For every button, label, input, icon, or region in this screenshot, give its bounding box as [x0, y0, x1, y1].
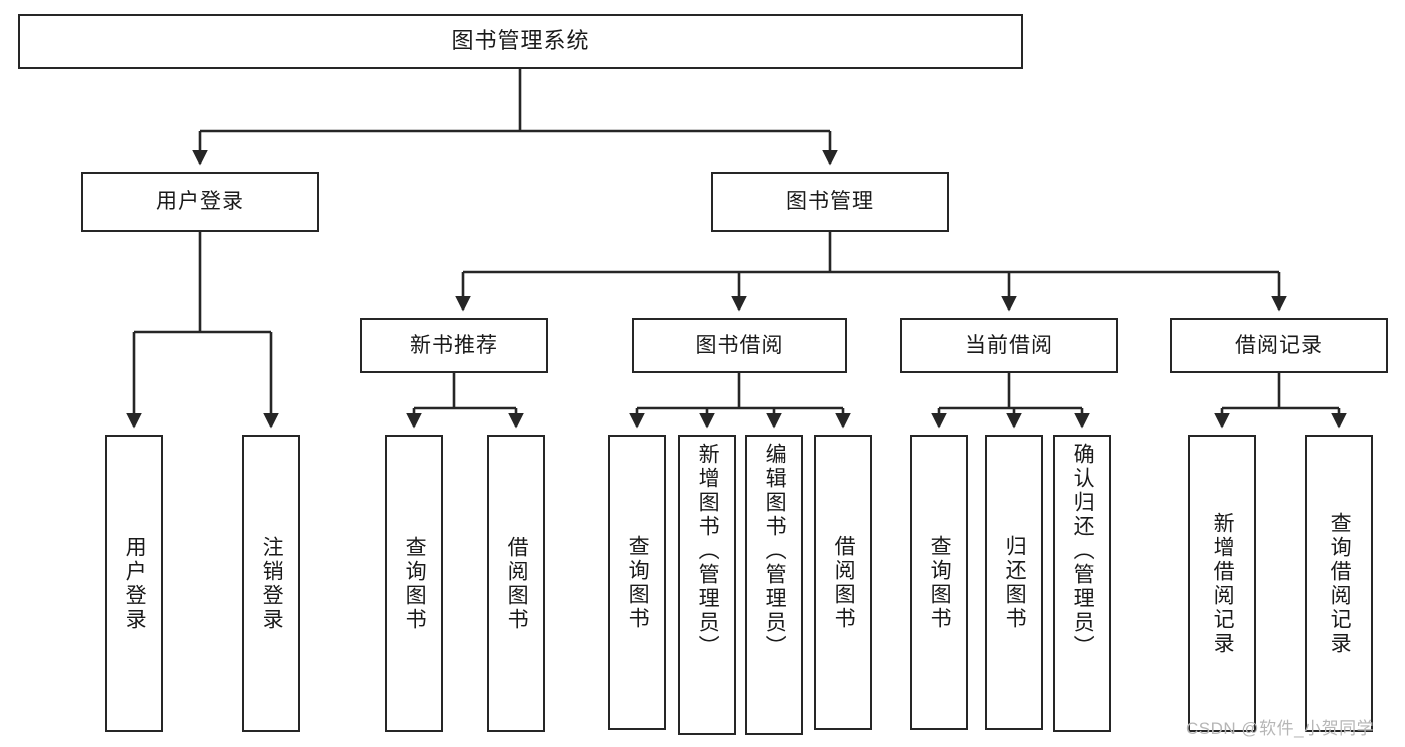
- node-label: 图书借阅: [695, 333, 784, 357]
- node-book-manage[interactable]: 图书管理: [711, 172, 949, 232]
- node-label: 借阅图书: [505, 535, 529, 632]
- node-label: 借阅图书: [832, 534, 856, 631]
- node-leaf-add-record[interactable]: 新增借阅记录: [1188, 435, 1256, 732]
- node-root[interactable]: 图书管理系统: [18, 14, 1023, 69]
- node-current-borrow[interactable]: 当前借阅: [900, 318, 1118, 373]
- node-label: 用户登录: [156, 190, 244, 214]
- node-label: 新增图书（管理员）: [696, 443, 720, 659]
- node-leaf-borrow-book-rec[interactable]: 借阅图书: [487, 435, 545, 732]
- node-label: 新书推荐: [410, 333, 498, 357]
- node-label: 确认归还（管理员）: [1071, 443, 1095, 659]
- node-leaf-user-login[interactable]: 用户登录: [105, 435, 163, 732]
- node-leaf-borrow-book[interactable]: 借阅图书: [814, 435, 872, 730]
- node-label: 图书管理: [786, 190, 874, 214]
- node-label: 当前借阅: [965, 333, 1053, 357]
- node-label: 查询图书: [928, 534, 952, 631]
- node-user-login[interactable]: 用户登录: [81, 172, 319, 232]
- node-leaf-edit-book[interactable]: 编辑图书（管理员）: [745, 435, 803, 735]
- node-leaf-query-book-borrow[interactable]: 查询图书: [608, 435, 666, 730]
- node-leaf-query-book-rec[interactable]: 查询图书: [385, 435, 443, 732]
- node-label: 编辑图书（管理员）: [763, 443, 787, 659]
- node-book-borrow[interactable]: 图书借阅: [632, 318, 847, 373]
- node-label: 借阅记录: [1235, 333, 1323, 357]
- node-label: 新增借阅记录: [1211, 511, 1235, 656]
- node-label: 查询图书: [626, 534, 650, 631]
- node-leaf-query-record[interactable]: 查询借阅记录: [1305, 435, 1373, 732]
- node-label: 图书管理系统: [451, 28, 590, 54]
- node-label: 查询图书: [403, 535, 427, 632]
- node-new-book-recommend[interactable]: 新书推荐: [360, 318, 548, 373]
- node-leaf-query-book-cur[interactable]: 查询图书: [910, 435, 968, 730]
- node-leaf-add-book[interactable]: 新增图书（管理员）: [678, 435, 736, 735]
- node-label: 查询借阅记录: [1328, 511, 1352, 656]
- node-label: 用户登录: [123, 535, 147, 632]
- node-label: 注销登录: [260, 535, 284, 632]
- node-leaf-confirm-return[interactable]: 确认归还（管理员）: [1053, 435, 1111, 732]
- node-leaf-logout[interactable]: 注销登录: [242, 435, 300, 732]
- watermark: CSDN @软件_小贺同学: [1186, 719, 1375, 738]
- node-label: 归还图书: [1003, 534, 1027, 631]
- node-borrow-record[interactable]: 借阅记录: [1170, 318, 1388, 373]
- node-leaf-return-book[interactable]: 归还图书: [985, 435, 1043, 730]
